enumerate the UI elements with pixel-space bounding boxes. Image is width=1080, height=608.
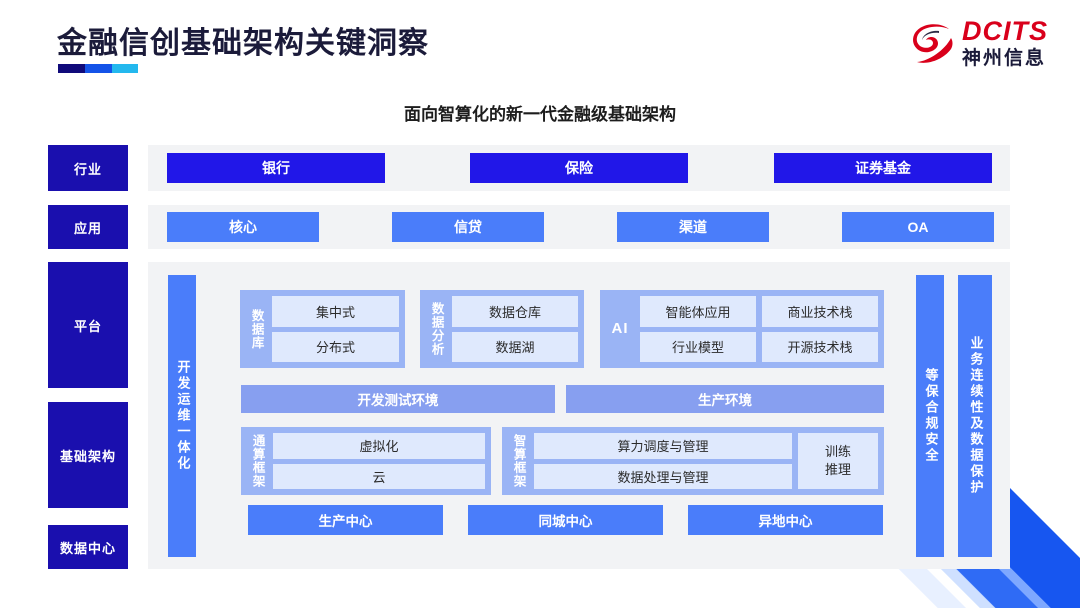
cell-data-lake[interactable]: 数据湖	[452, 331, 578, 362]
logo-wordmark: DCITS	[962, 16, 1048, 46]
rail-business-continuity[interactable]: 业务连续性及数据保护	[958, 275, 992, 557]
cell-data-warehouse[interactable]: 数据仓库	[452, 296, 578, 327]
rail-devops[interactable]: 开发运维一体化	[168, 275, 196, 557]
cell-compute-scheduling[interactable]: 算力调度与管理	[534, 433, 792, 459]
application-block-channel[interactable]: 渠道	[617, 212, 769, 242]
logo-chinese-name: 神州信息	[962, 48, 1047, 69]
cell-training-inference[interactable]: 训练 推理	[798, 433, 878, 489]
cell-centralized[interactable]: 集中式	[272, 296, 399, 327]
cell-agent-application[interactable]: 智能体应用	[640, 296, 756, 327]
accent-segment-3	[111, 64, 138, 73]
cell-data-processing[interactable]: 数据处理与管理	[534, 463, 792, 489]
industry-block-insurance[interactable]: 保险	[470, 153, 688, 183]
diagram-subtitle: 面向智算化的新一代金融级基础架构	[404, 105, 676, 124]
industry-block-securities-fund[interactable]: 证券基金	[774, 153, 992, 183]
cell-opensource-tech-stack[interactable]: 开源技术栈	[762, 331, 878, 362]
env-production[interactable]: 生产环境	[566, 385, 884, 413]
application-block-credit[interactable]: 信贷	[392, 212, 544, 242]
inference-label: 推理	[824, 462, 851, 477]
industry-block-bank[interactable]: 银行	[167, 153, 385, 183]
env-dev-test[interactable]: 开发测试环境	[241, 385, 555, 413]
group-intelligent-compute-framework: 智算框架 算力调度与管理 数据处理与管理 训练 推理	[502, 427, 884, 495]
application-block-core[interactable]: 核心	[167, 212, 319, 242]
group-data-analysis-label: 数据分析	[429, 302, 444, 356]
group-general-compute-label: 通算框架	[250, 434, 265, 488]
cell-industry-model[interactable]: 行业模型	[640, 331, 756, 362]
cell-distributed[interactable]: 分布式	[272, 331, 399, 362]
sidebar-item-platform[interactable]: 平台	[48, 262, 128, 388]
group-ai: AI 智能体应用 行业模型 商业技术栈 开源技术栈	[600, 290, 884, 368]
group-data-analysis: 数据分析 数据仓库 数据湖	[420, 290, 584, 368]
brand-logo: DCITS 神州信息	[909, 18, 1048, 68]
sidebar-item-industry[interactable]: 行业	[48, 145, 128, 191]
cell-cloud[interactable]: 云	[273, 463, 485, 489]
sidebar-item-infrastructure[interactable]: 基础架构	[48, 402, 128, 508]
application-block-oa[interactable]: OA	[842, 212, 994, 242]
rail-security-compliance[interactable]: 等保合规安全	[916, 275, 944, 557]
sidebar-item-application[interactable]: 应用	[48, 205, 128, 249]
group-database-label: 数据库	[249, 308, 264, 350]
sidebar-item-data-center[interactable]: 数据中心	[48, 525, 128, 569]
accent-segment-2	[85, 64, 112, 73]
group-database: 数据库 集中式 分布式	[240, 290, 405, 368]
title-accent-bar	[58, 64, 138, 73]
datacenter-remote[interactable]: 异地中心	[688, 505, 883, 535]
group-general-compute-framework: 通算框架 虚拟化 云	[241, 427, 491, 495]
accent-segment-1	[58, 64, 86, 73]
training-label: 训练	[824, 444, 851, 460]
cell-virtualization[interactable]: 虚拟化	[273, 433, 485, 459]
datacenter-production[interactable]: 生产中心	[248, 505, 443, 535]
group-intelligent-compute-label: 智算框架	[511, 434, 526, 488]
dcits-swirl-icon	[913, 24, 953, 63]
datacenter-same-city[interactable]: 同城中心	[468, 505, 663, 535]
cell-commercial-tech-stack[interactable]: 商业技术栈	[762, 296, 878, 327]
group-ai-label: AI	[611, 320, 629, 338]
page-title: 金融信创基础架构关键洞察	[57, 27, 429, 60]
